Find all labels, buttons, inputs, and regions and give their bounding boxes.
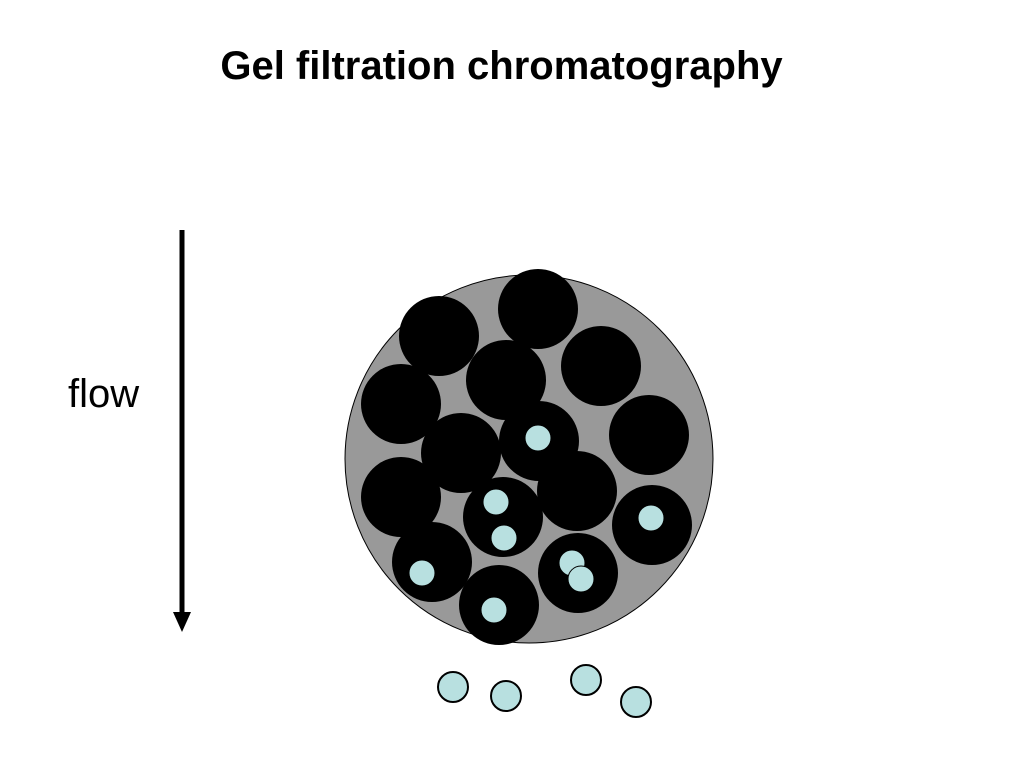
small-molecule — [637, 504, 665, 532]
small-molecule — [482, 488, 510, 516]
flow-label: flow — [68, 372, 140, 416]
gel-bead — [537, 451, 617, 531]
gel-bead — [361, 364, 441, 444]
trapped-molecules — [408, 424, 665, 624]
eluted-molecules — [437, 664, 652, 718]
eluted-molecule — [437, 671, 469, 703]
small-molecule — [490, 524, 518, 552]
flow-arrow — [173, 230, 191, 632]
gel-bead — [498, 269, 578, 349]
gel-bead — [609, 395, 689, 475]
gel-bead — [399, 296, 479, 376]
slide-title: Gel filtration chromatography — [220, 44, 783, 88]
eluted-molecule — [490, 680, 522, 712]
gel-bead — [421, 413, 501, 493]
gel-bead — [392, 522, 472, 602]
small-molecule — [524, 424, 552, 452]
gel-bead — [361, 457, 441, 537]
gel-beads — [361, 269, 692, 645]
eluted-molecule — [620, 686, 652, 718]
small-molecule — [408, 559, 436, 587]
gel-bead — [561, 326, 641, 406]
small-molecule — [480, 596, 508, 624]
gel-bead — [466, 340, 546, 420]
eluted-molecule — [570, 664, 602, 696]
gel-bead — [463, 477, 543, 557]
small-molecule — [567, 565, 595, 593]
